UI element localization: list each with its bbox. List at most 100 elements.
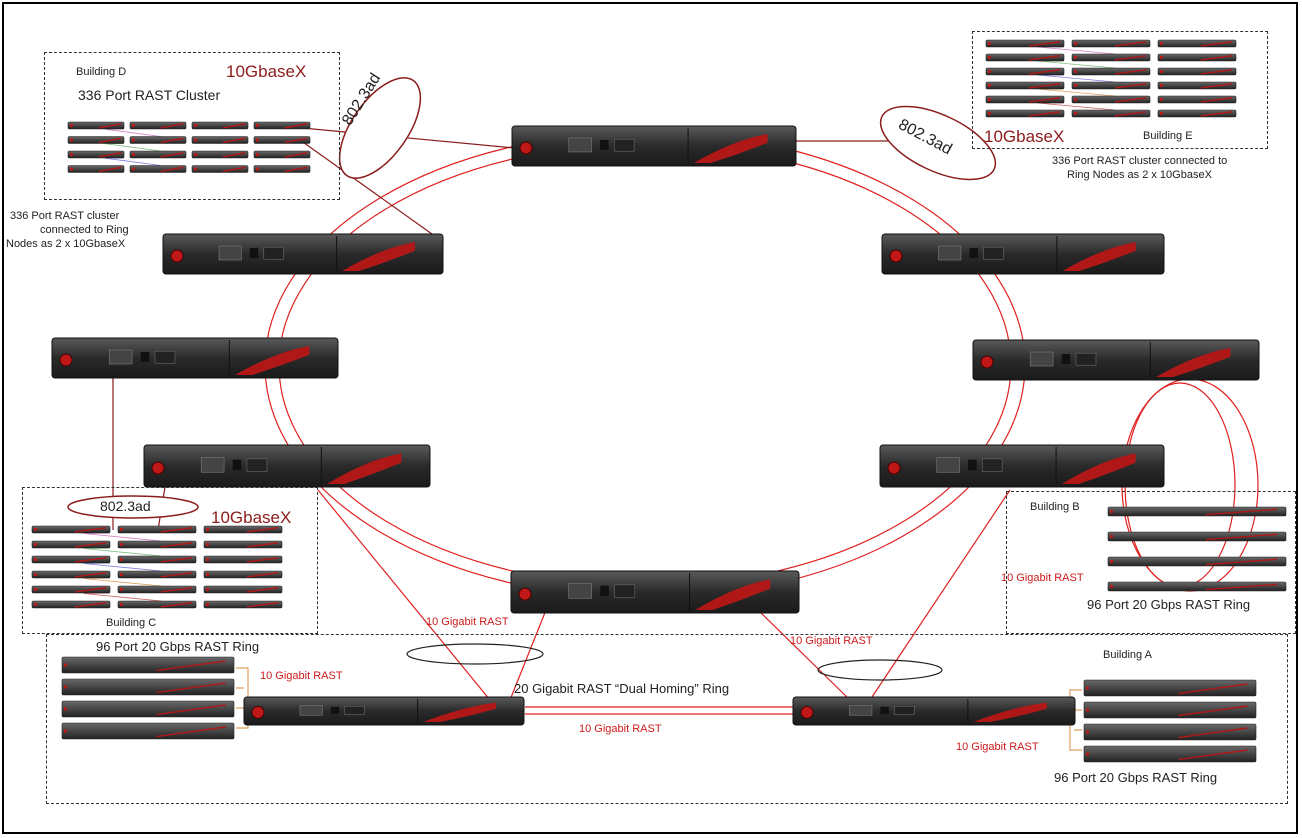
mini-swoosh [1114,41,1147,47]
cluster-switch [117,570,197,579]
mini-power-icon [1073,111,1078,116]
cluster-switch [203,555,283,564]
mini-power-icon [69,167,74,171]
mini-power-icon [33,527,38,532]
mini-swoosh [160,123,184,129]
cluster-switch [191,165,249,173]
port-icon [140,352,150,362]
mini-chassis [253,121,311,130]
mini-swoosh [98,166,122,173]
mini-chassis [1083,679,1257,697]
cluster-switch [203,600,283,609]
mini-chassis [985,53,1065,62]
mini-swoosh [156,704,226,716]
display-panel [218,245,242,261]
mini-chassis [129,121,187,130]
ring-switch [1083,745,1257,763]
dual-ellipses [406,643,943,681]
mini-chassis [1157,53,1237,62]
cluster-switch [129,136,187,144]
mini-power-icon [1159,111,1164,116]
mini-swoosh [246,542,279,548]
mini-power-icon [255,123,260,128]
port-block-icon [981,458,1003,472]
mini-swoosh [160,557,193,563]
e-10gbasex-label: 10GbaseX [984,127,1065,146]
cluster-switch [129,121,187,130]
port-block-icon [614,584,636,598]
dual-homing-node-left [243,696,525,726]
cluster-switch [129,150,187,159]
b-ring-label: 96 Port 20 Gbps RAST Ring [1087,597,1251,612]
building-a-lower-box [46,634,1288,804]
port-icon [249,248,259,258]
mini-power-icon [1073,69,1078,74]
cluster-switch [1157,39,1237,48]
mini-chassis [31,570,111,579]
ring-inner-line [278,143,1012,587]
left-note-line-3: Nodes as 2 x 10GbaseX [6,238,126,250]
link-right-node-to-dual-right [869,489,1011,701]
port-icon [232,459,242,471]
building-e-label: Building E [1143,130,1193,142]
port-block-icon [613,138,635,152]
mini-chassis [1157,109,1237,118]
cluster-switch [191,150,249,159]
mini-power-icon [1159,55,1164,60]
mini-chassis [253,136,311,144]
mini-power-icon [1085,708,1090,712]
mini-chassis [117,555,197,564]
mini-chassis [31,555,111,564]
mini-power-icon [255,167,260,171]
port-block-icon [246,458,268,472]
mini-swoosh [284,152,308,158]
mini-chassis [129,136,187,144]
mini-power-icon [205,542,210,547]
mini-power-icon [205,527,210,532]
mini-swoosh [1114,83,1147,89]
cluster-switch [31,600,111,609]
swoosh-graphic [1061,453,1136,484]
power-button-icon [800,705,814,719]
mini-swoosh [156,682,226,694]
mini-power-icon [1109,534,1114,539]
dual-right-ellipse [817,659,943,681]
display-panel [299,705,323,716]
ring-switch [1083,701,1257,719]
cluster-switch [31,540,111,549]
mini-swoosh [74,602,107,608]
mini-power-icon [119,527,124,532]
ring-node-mid-right [972,339,1260,381]
mini-chassis [191,136,249,144]
port-block-icon [894,705,915,715]
cluster-switch [31,525,111,534]
mini-chassis [1071,109,1151,118]
building-d-box [44,52,340,200]
ring-switch [61,700,235,718]
a-rast-label: 10 Gigabit RAST [956,741,1039,753]
mini-chassis [1071,95,1151,104]
mini-power-icon [119,602,124,607]
building-a-ring-stack [1083,679,1257,763]
building-c-label: Building C [106,617,157,629]
link-bottom-to-dual-left [509,604,549,701]
mini-power-icon [63,729,68,733]
devices-layer [51,125,1260,726]
mini-chassis [203,570,283,579]
mini-swoosh [1114,55,1147,61]
mini-swoosh [160,602,193,608]
right-note-line-1: 336 Port RAST cluster connected to [1052,155,1228,167]
mini-power-icon [193,138,198,142]
mini-chassis [1107,531,1287,542]
building-e-cluster [985,39,1237,118]
mini-swoosh [1178,749,1248,761]
display-panel [568,583,592,599]
mini-chassis [203,555,283,564]
mini-power-icon [1109,559,1114,564]
mini-swoosh [1200,69,1233,75]
ring-node-top [511,125,797,167]
mini-swoosh [1114,111,1147,117]
display-panel [938,245,962,261]
swoosh-graphic [973,702,1047,722]
cluster-switch [191,136,249,144]
